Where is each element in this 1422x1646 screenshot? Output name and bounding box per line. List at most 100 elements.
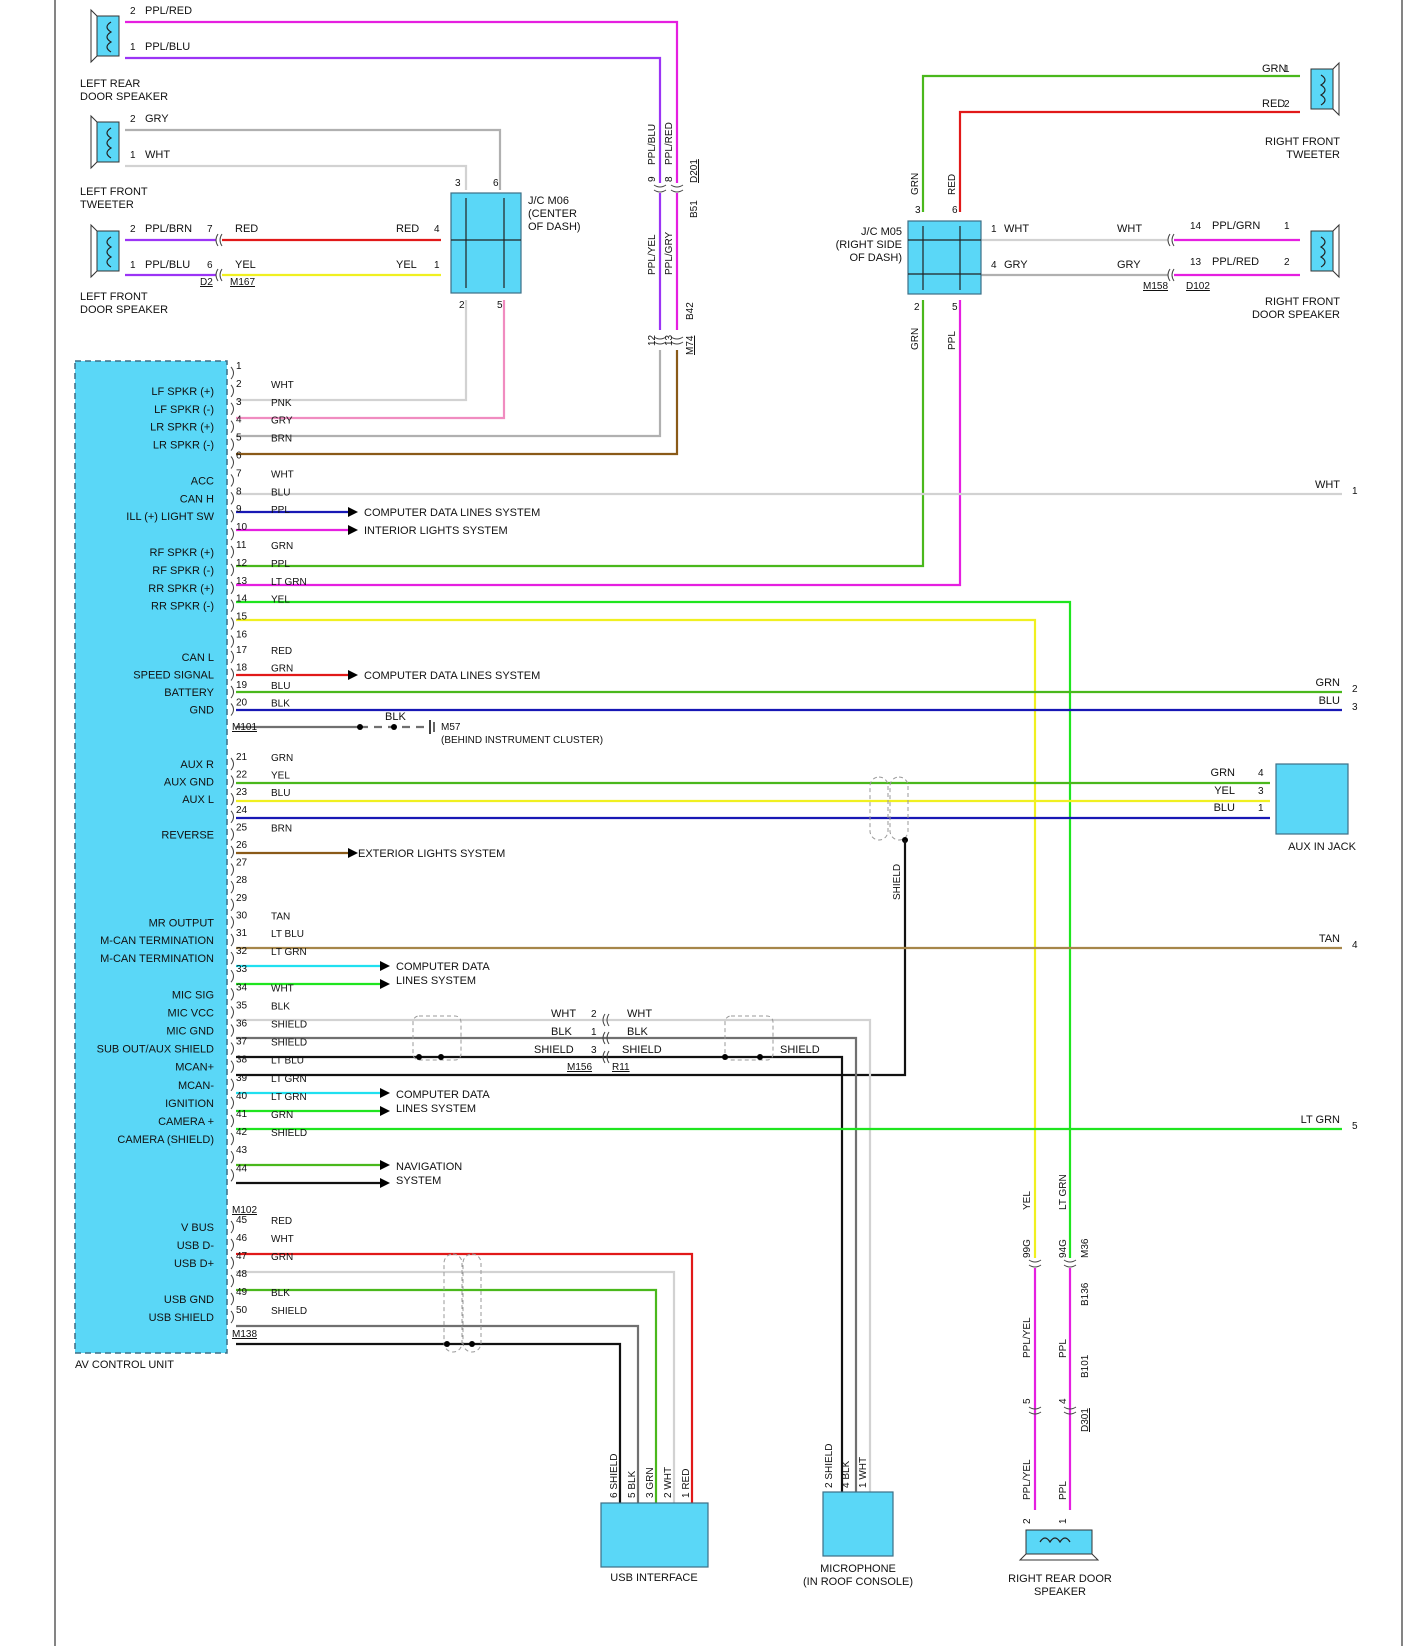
microphone-box bbox=[822, 1491, 894, 1557]
pin-wire-19: BLU bbox=[271, 681, 290, 692]
pin-number: 15 bbox=[236, 612, 248, 623]
right-front-tweeter-icon bbox=[1310, 61, 1340, 117]
connector-b42: B42 bbox=[685, 302, 696, 320]
pin-name-34: MIC SIG bbox=[172, 989, 214, 1001]
connector-b101: B101 bbox=[1080, 1354, 1091, 1378]
splice-dot bbox=[357, 724, 363, 730]
pin-terminal bbox=[230, 1132, 234, 1146]
wire-label-wht-3: WHT bbox=[1117, 223, 1142, 235]
pin-name-4: LR SPKR (+) bbox=[150, 422, 214, 434]
wire-label-grn-vert: GRN bbox=[910, 173, 921, 195]
pin-num: 5 bbox=[952, 302, 958, 313]
wire-rf-spkr-pos-grn bbox=[236, 300, 925, 568]
dest-can-l: COMPUTER DATA LINES SYSTEM bbox=[364, 670, 540, 682]
pin-number: 13 bbox=[236, 576, 248, 587]
wire-label-ltgrn-rr: LT GRN bbox=[1058, 1174, 1069, 1210]
splice-dot bbox=[416, 1054, 422, 1060]
wire-label-blk-mic: BLK bbox=[551, 1026, 572, 1038]
pin-label-usb-blk: 5 BLK bbox=[627, 1470, 638, 1498]
right-front-door-speaker-label-line: DOOR SPEAKER bbox=[1252, 309, 1340, 321]
components-layer bbox=[74, 8, 1349, 1568]
pin-name-47: USB D+ bbox=[174, 1258, 214, 1270]
pin-number: 4 bbox=[236, 415, 242, 426]
wire-label-gry-3: GRY bbox=[1117, 259, 1141, 271]
pin-wire-11: GRN bbox=[271, 541, 293, 552]
pin-label-usb-wht: 2 WHT bbox=[663, 1467, 674, 1498]
pin-name-12: RF SPKR (-) bbox=[152, 565, 214, 577]
pin-num: 3 bbox=[1258, 786, 1264, 797]
wire-label-blk-mic-2: BLK bbox=[627, 1026, 648, 1038]
aux-in-jack-box bbox=[1275, 763, 1349, 835]
shield-usb-2 bbox=[462, 1253, 482, 1353]
pin-name-37: SUB OUT/AUX SHIELD bbox=[97, 1044, 214, 1056]
connector-d301: D301 bbox=[1080, 1408, 1091, 1432]
jc-m06-label-line: J/C M06 bbox=[528, 195, 569, 207]
pin-number: 18 bbox=[236, 663, 248, 674]
wire-label-ppl-rr-2: PPL bbox=[1058, 1481, 1069, 1500]
wire-rr-spkr-neg-yel bbox=[236, 618, 1037, 1258]
pin-name-36: MIC GND bbox=[166, 1026, 214, 1038]
wire-rf-tweeter-grn bbox=[921, 74, 1300, 212]
shield-aux-1 bbox=[869, 776, 889, 841]
wire-label-wht: WHT bbox=[145, 149, 170, 161]
splice-dot bbox=[444, 1341, 450, 1347]
pin-terminal bbox=[230, 810, 234, 824]
wire-label-grn: GRN bbox=[1262, 63, 1287, 75]
right-front-tweeter-label-line: RIGHT FRONT bbox=[1265, 136, 1340, 148]
arrow-mcan-term-1 bbox=[380, 961, 390, 971]
connector-m57-note: (BEHIND INSTRUMENT CLUSTER) bbox=[441, 735, 603, 746]
usb-interface-box bbox=[600, 1502, 709, 1568]
arrow-camera bbox=[380, 1160, 390, 1170]
pin-terminal bbox=[230, 509, 234, 523]
pin-name-35: MIC VCC bbox=[168, 1007, 215, 1019]
pin-label-mic-blk: 4 BLK bbox=[841, 1460, 852, 1488]
wire-label-ppl-yel-rr-2: PPL/YEL bbox=[1022, 1459, 1033, 1500]
connector-b51: B51 bbox=[689, 200, 700, 218]
pin-wire-46: WHT bbox=[271, 1234, 294, 1245]
pin-number: 35 bbox=[236, 1000, 248, 1011]
left-front-door-speaker-icon bbox=[90, 223, 120, 279]
wire-label-ppl-blu-2: PPL/BLU bbox=[145, 259, 190, 271]
pin-terminal bbox=[230, 1150, 234, 1164]
pin-wire-45: RED bbox=[271, 1216, 292, 1227]
pin-terminal bbox=[230, 685, 234, 699]
pin-terminal bbox=[230, 792, 234, 806]
pin-terminal bbox=[230, 527, 234, 541]
av-control-unit bbox=[74, 360, 228, 1354]
pin-number: 10 bbox=[236, 522, 248, 533]
microphone-label-line: (IN ROOF CONSOLE) bbox=[803, 1576, 913, 1588]
pin-num: 4 bbox=[1258, 768, 1264, 779]
connector-m158: M158 bbox=[1143, 281, 1168, 292]
pin-name-3: LF SPKR (-) bbox=[154, 404, 214, 416]
pin-number: 32 bbox=[236, 946, 248, 957]
pin-terminal bbox=[230, 617, 234, 630]
pin-number: 3 bbox=[236, 397, 242, 408]
pin-number: 46 bbox=[236, 1233, 248, 1244]
wire-label-yel: YEL bbox=[235, 259, 256, 271]
pin-num: 4 bbox=[434, 224, 440, 235]
connector-d201: D201 bbox=[689, 159, 700, 183]
wire-label-blu-right: BLU bbox=[1319, 695, 1340, 707]
pin-number: 30 bbox=[236, 910, 248, 921]
wire-lf-tweeter-gry bbox=[125, 128, 502, 190]
pin-num: 9 bbox=[647, 176, 658, 182]
pin-wire-18: GRN bbox=[271, 664, 293, 675]
pin-terminal bbox=[230, 987, 234, 1001]
pin-name-49: USB GND bbox=[164, 1294, 214, 1306]
wire-label-ppl-yel: PPL/YEL bbox=[647, 234, 658, 275]
pin-number: 12 bbox=[236, 558, 248, 569]
wire-left-rear-ppl-red bbox=[125, 20, 679, 183]
pin-terminal bbox=[230, 1274, 234, 1288]
pin-number: 2 bbox=[236, 379, 242, 390]
pin-name-32: M-CAN TERMINATION bbox=[100, 953, 214, 965]
pin-label-usb-shield: 6 SHIELD bbox=[609, 1454, 620, 1498]
pin-name-19: BATTERY bbox=[164, 687, 214, 699]
pin-num: 5 bbox=[1022, 1398, 1033, 1404]
pin-wire-34: WHT bbox=[271, 983, 294, 994]
wire-usb-gnd-blk bbox=[236, 1324, 640, 1503]
pin-wire-49: BLK bbox=[271, 1288, 290, 1299]
edge-num: 2 bbox=[1352, 684, 1358, 695]
pin-number: 11 bbox=[236, 540, 247, 551]
